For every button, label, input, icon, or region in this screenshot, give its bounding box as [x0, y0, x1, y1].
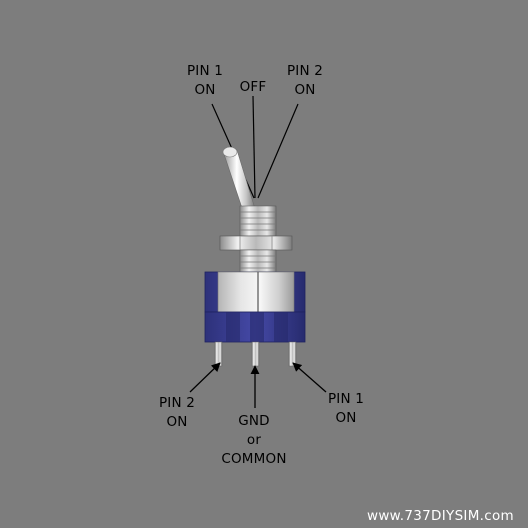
label-line: or: [246, 432, 262, 448]
center-pin: [251, 341, 260, 367]
left-pin: [214, 341, 223, 367]
hex-nut: [219, 235, 293, 251]
toggle-lever: [222, 146, 257, 215]
label-line: COMMON: [221, 451, 287, 467]
switch-pins: [214, 341, 297, 367]
threaded-bushing: [239, 205, 277, 237]
label-line: ON: [335, 410, 357, 426]
lower-threads: [239, 249, 277, 273]
off-pointer-line: [252, 95, 256, 199]
label-top-pin2-on: PIN 2 ON: [280, 62, 330, 100]
label-top-pin1-on: PIN 1 ON: [180, 62, 230, 100]
pin1-bottom-arrow: [292, 362, 327, 393]
label-line: ON: [194, 82, 216, 98]
label-line: OFF: [239, 79, 267, 95]
label-line: ON: [294, 82, 316, 98]
label-line: PIN 1: [327, 391, 365, 407]
label-bottom-pin1-on: PIN 1 ON: [321, 390, 371, 428]
switch-body: [204, 271, 306, 343]
label-top-off: OFF: [228, 78, 278, 97]
right-pin: [288, 341, 297, 367]
label-line: ON: [166, 414, 188, 430]
label-bottom-gnd: GND or COMMON: [214, 412, 294, 469]
site-watermark: www.737DIYSIM.com: [367, 508, 514, 524]
pin2-bottom-arrow: [189, 362, 221, 393]
label-bottom-pin2-on: PIN 2 ON: [152, 394, 202, 432]
label-line: PIN 2: [286, 63, 324, 79]
pin2-on-pointer-line: [257, 103, 299, 199]
label-line: PIN 1: [186, 63, 224, 79]
label-line: GND: [238, 413, 270, 429]
label-line: PIN 2: [158, 395, 196, 411]
